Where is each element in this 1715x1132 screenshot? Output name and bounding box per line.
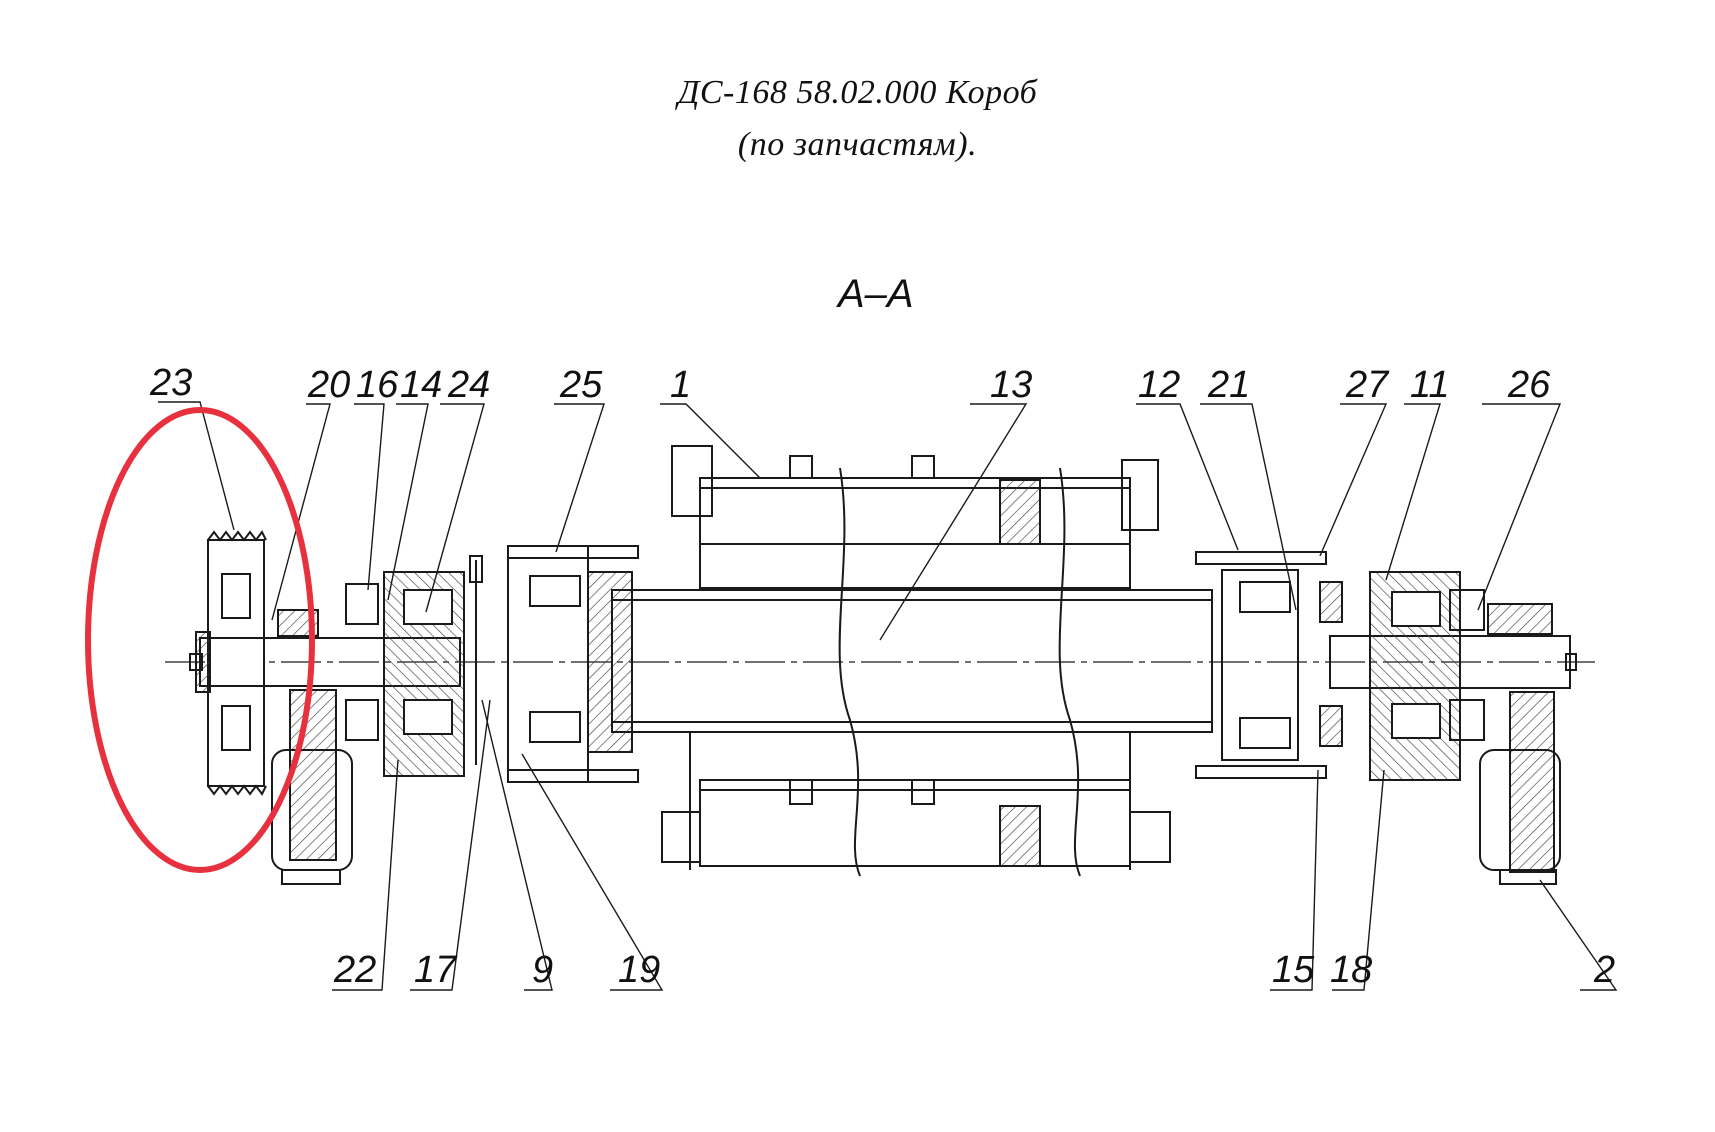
callout-23: 23	[149, 362, 192, 404]
section-label: А–А	[836, 272, 914, 316]
callout-13: 13	[990, 364, 1032, 406]
right-inner-bearing	[1195, 551, 1343, 779]
callout-17: 17	[414, 949, 458, 991]
highlight-ellipse	[85, 407, 315, 873]
drawing-title: ДС-168 58.02.000 Короб	[677, 74, 1038, 111]
callout-1: 1	[670, 364, 691, 406]
callout-19: 19	[618, 949, 660, 991]
callout-9: 9	[532, 949, 553, 991]
leader-lines	[158, 401, 1618, 991]
left-inner-bearing	[507, 545, 639, 783]
callout-18: 18	[1330, 949, 1372, 991]
box-frame-bottom	[661, 732, 1171, 870]
callout-27: 27	[1345, 364, 1390, 406]
callout-24: 24	[447, 364, 490, 406]
callout-25: 25	[559, 364, 603, 406]
callout-22: 22	[333, 949, 376, 991]
callout-2: 2	[1593, 949, 1615, 991]
callout-16: 16	[356, 364, 399, 406]
callout-20: 20	[307, 364, 350, 406]
left-bearing-housing	[345, 555, 483, 777]
main-drum	[611, 467, 1213, 877]
callout-12: 12	[1138, 364, 1180, 406]
pulley	[195, 530, 267, 796]
callout-14: 14	[400, 364, 442, 406]
right-bearing-housing	[1369, 571, 1485, 781]
shaft-nut-left	[189, 653, 203, 671]
callout-26: 26	[1507, 364, 1551, 406]
right-counterweight	[1479, 603, 1561, 885]
callout-11: 11	[1410, 364, 1449, 406]
drawing-subtitle: (по запчастям).	[737, 126, 978, 163]
box-frame-top	[671, 445, 1159, 589]
callout-labels: 23 20 16 14 24 25 1 13 12 21 27 11 26 22…	[149, 362, 1615, 991]
shaft-nut-right	[1565, 653, 1577, 671]
callout-21: 21	[1207, 364, 1250, 406]
callout-15: 15	[1272, 949, 1315, 991]
